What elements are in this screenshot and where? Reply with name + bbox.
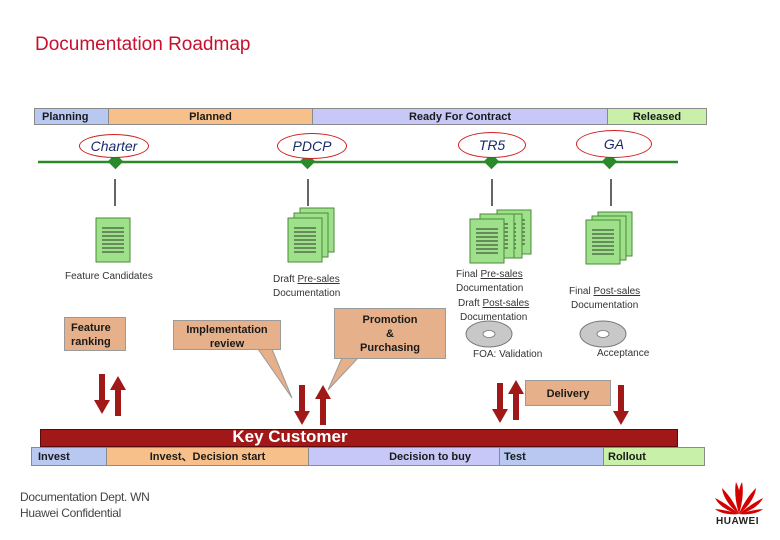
- doc-label-final-postsales-line3: Documentation: [571, 300, 639, 311]
- doc-label-draft-presales-line1: Draft: [273, 274, 295, 285]
- milestone-pdcp-label: PDCP: [292, 138, 332, 154]
- callout-implementation-review: Implementation review: [173, 320, 281, 350]
- callout-promotion-line2: &: [386, 328, 394, 340]
- phase-rollout: Rollout: [603, 447, 705, 466]
- milestone-charter-label: Charter: [90, 138, 138, 154]
- phase-invest-decision-start-label: Invest、Decision start: [149, 451, 266, 463]
- implementation-review-tail: [257, 348, 293, 399]
- arrow-up-tr5: [508, 380, 524, 420]
- footer-dept: Documentation Dept. WN: [20, 490, 150, 504]
- callout-feature-ranking: Feature ranking: [64, 317, 126, 351]
- phase-planned-label: Planned: [189, 111, 232, 123]
- milestone-tr5-label: TR5: [478, 137, 506, 153]
- doc-icon-feature-candidates: [95, 217, 131, 263]
- milestone-charter: Charter: [79, 134, 149, 158]
- footer-confidential: Huawei Confidential: [20, 506, 122, 520]
- callout-promotion-line1: Promotion: [362, 314, 418, 326]
- doc-label-draft-postsales-line1: Draft: [458, 298, 480, 309]
- phase-invest: Invest: [31, 447, 107, 466]
- cd-icon-foa: [465, 320, 513, 348]
- phase-invest-decision-start: Invest、Decision start: [106, 447, 309, 466]
- callout-promotion-line3: Purchasing: [360, 342, 420, 354]
- doc-label-draft-postsales-line3: Documentation: [460, 312, 528, 323]
- milestone-pdcp: PDCP: [277, 133, 347, 159]
- phase-decision-to-buy: Decision to buy: [308, 447, 500, 466]
- doc-label-acceptance: Acceptance: [597, 348, 650, 359]
- milestone-tr5: TR5: [458, 132, 526, 158]
- phase-invest-label: Invest: [38, 451, 70, 463]
- huawei-logo-icon: [715, 482, 763, 515]
- key-customer-label: Key Customer: [232, 427, 348, 446]
- phase-released-label: Released: [632, 111, 682, 123]
- doc-label-final-presales-line1: Final: [456, 269, 478, 280]
- arrow-down-pdcp: [294, 385, 310, 425]
- arrow-down-left: [94, 374, 110, 414]
- doc-icon-final-presales: [469, 209, 532, 264]
- phase-test: Test: [499, 447, 604, 466]
- phase-rollout-label: Rollout: [608, 451, 646, 463]
- key-customer-bar: [40, 429, 678, 447]
- phase-ready-for-contract-label: Ready For Contract: [408, 111, 512, 123]
- phase-test-label: Test: [504, 451, 526, 463]
- phase-decision-to-buy-label: Decision to buy: [389, 451, 471, 463]
- doc-label-final-presales-line2: Pre-sales: [480, 269, 523, 280]
- milestone-ga-label: GA: [603, 136, 625, 152]
- doc-label-final-postsales-line1: Final: [569, 286, 591, 297]
- callout-implementation-review-line2: review: [209, 338, 245, 350]
- doc-label-foa-validation: FOA: Validation: [473, 349, 543, 360]
- doc-label-final-postsales-line2: Post-sales: [593, 286, 641, 297]
- doc-icon-final-postsales: [585, 211, 633, 265]
- huawei-logo-text: HUAWEI: [716, 516, 759, 527]
- cd-icon-acceptance: [579, 320, 627, 348]
- doc-label-draft-presales: Draft Pre-sales Documentation: [273, 273, 340, 301]
- phase-released: Released: [607, 108, 707, 125]
- doc-label-draft-postsales-line2: Post-sales: [482, 298, 530, 309]
- arrow-down-ga: [613, 385, 629, 425]
- callout-promotion-purchasing: Promotion & Purchasing: [334, 308, 446, 359]
- callout-feature-ranking-line2: ranking: [71, 336, 111, 348]
- arrow-down-tr5: [492, 383, 508, 423]
- doc-label-draft-postsales: Draft Post-sales Documentation: [458, 297, 529, 325]
- doc-icon-draft-presales: [287, 207, 335, 263]
- doc-label-final-presales-line3: Documentation: [456, 283, 524, 294]
- phase-ready-for-contract: Ready For Contract: [312, 108, 608, 125]
- milestone-ga: GA: [576, 130, 652, 158]
- phase-planned: Planned: [108, 108, 313, 125]
- doc-label-draft-presales-line3: Documentation: [273, 288, 341, 299]
- phase-planning: Planning: [34, 108, 109, 125]
- page-title: Documentation Roadmap: [35, 34, 251, 55]
- callout-delivery-label: Delivery: [546, 388, 590, 400]
- doc-label-feature-candidates: Feature Candidates: [65, 271, 153, 282]
- arrow-up-pdcp: [315, 385, 331, 425]
- promotion-tail: [327, 357, 360, 391]
- callout-feature-ranking-line1: Feature: [71, 322, 111, 334]
- arrow-up-left: [110, 376, 126, 416]
- phase-planning-label: Planning: [42, 111, 89, 123]
- doc-label-final-postsales: Final Post-sales Documentation: [569, 285, 640, 313]
- doc-label-draft-presales-line2: Pre-sales: [297, 274, 340, 285]
- callout-implementation-review-line1: Implementation: [186, 324, 268, 336]
- doc-label-final-presales: Final Pre-sales Documentation: [456, 268, 523, 296]
- callout-delivery: Delivery: [525, 380, 611, 406]
